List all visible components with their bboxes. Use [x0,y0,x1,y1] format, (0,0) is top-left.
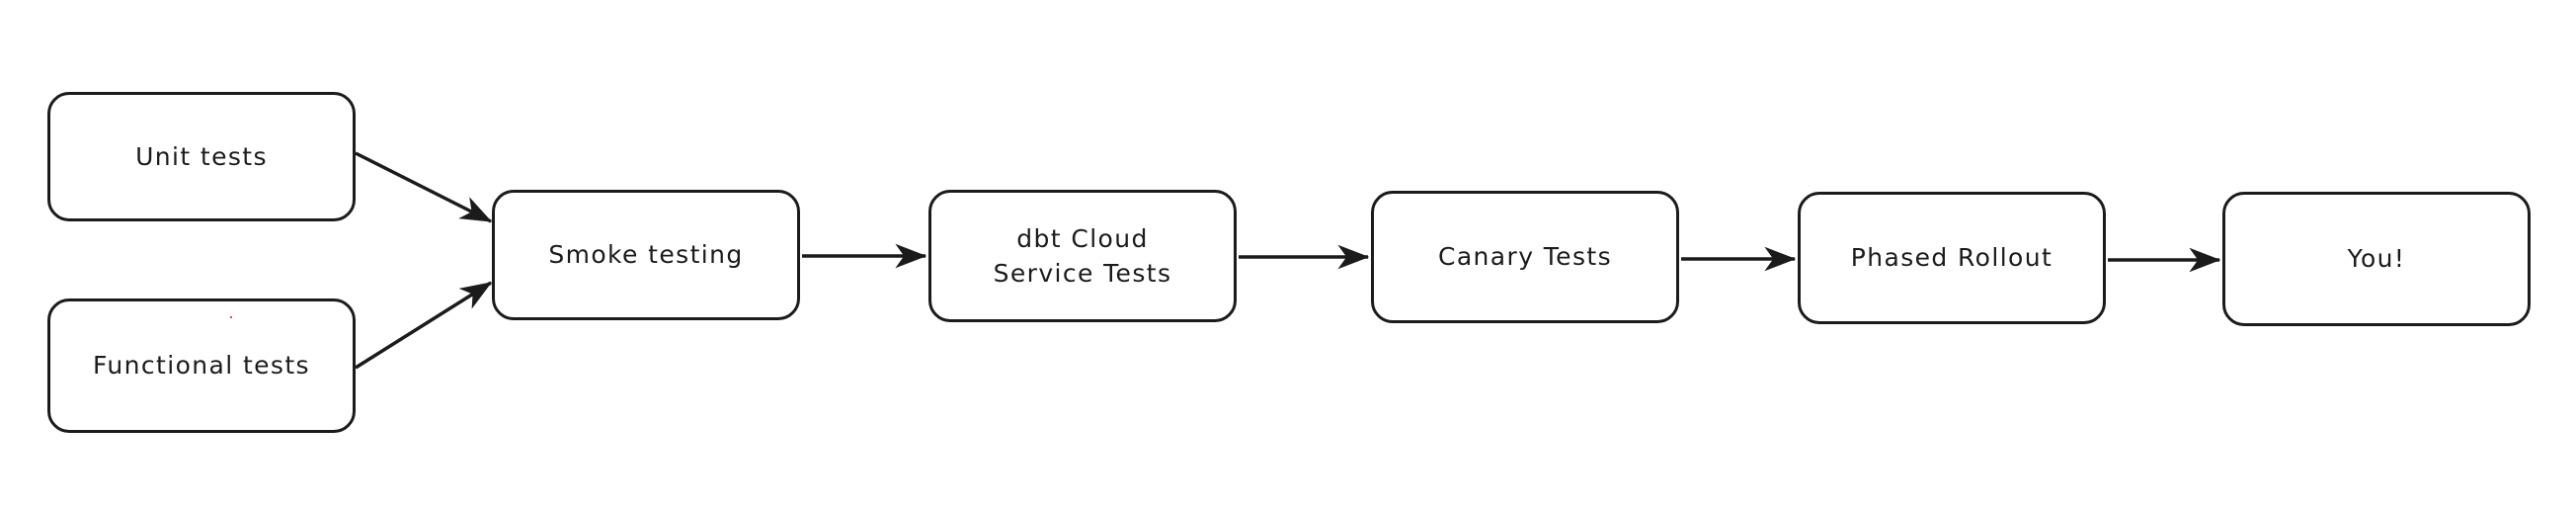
node-functional-tests[interactable]: Functional tests [47,298,356,433]
node-phased-rollout[interactable]: Phased Rollout [1798,192,2106,324]
node-smoke-testing[interactable]: Smoke testing [492,190,800,320]
node-label-you: You! [2347,244,2406,274]
node-label-dbt-cloud-service-tests: dbt Cloud Service Tests [993,223,1172,289]
node-you[interactable]: You! [2222,192,2531,326]
node-label-phased-rollout: Phased Rollout [1850,243,2053,273]
node-label-unit-tests: Unit tests [135,141,268,171]
node-label-functional-tests: Functional tests [93,351,310,381]
node-label-canary-tests: Canary Tests [1437,242,1613,272]
node-label-smoke-testing: Smoke testing [548,240,744,270]
node-canary-tests[interactable]: Canary Tests [1371,191,1679,323]
stray-mark [230,316,232,318]
node-unit-tests[interactable]: Unit tests [47,92,356,221]
edge-unit-to-smoke [355,151,493,223]
edge-functional-to-smoke [355,281,493,370]
node-dbt-cloud-service-tests[interactable]: dbt Cloud Service Tests [928,190,1237,322]
